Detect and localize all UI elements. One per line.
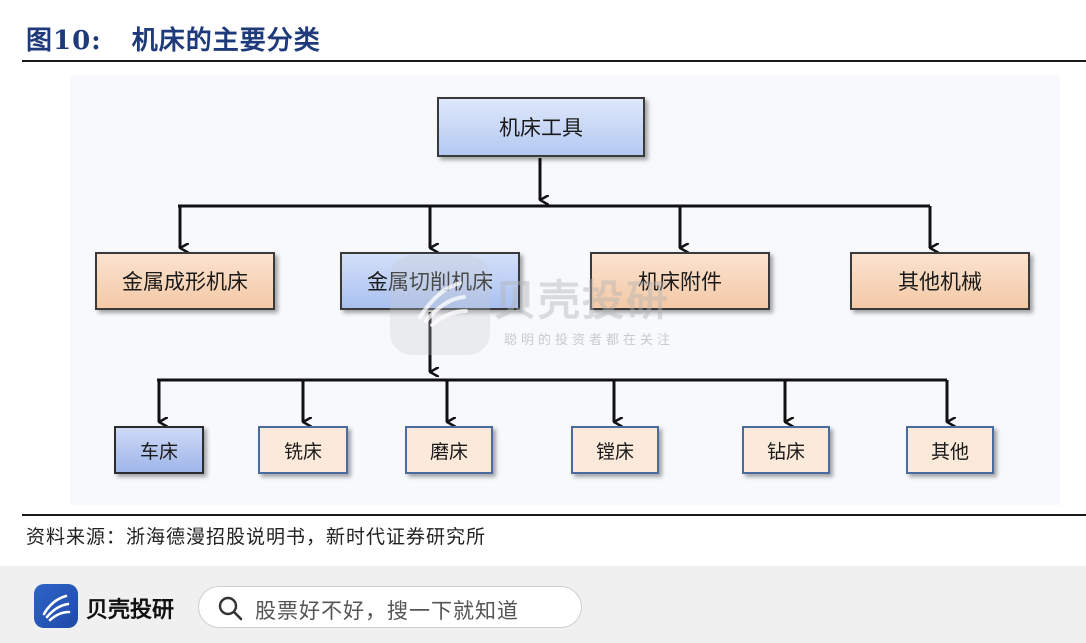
source-note: 资料来源：浙海德漫招股说明书，新时代证券研究所 (26, 526, 487, 548)
figure-caption: 机床的主要分类 (131, 26, 321, 56)
node-root: 机床工具 (437, 97, 645, 157)
figure-title: 图10: 机床的主要分类 (26, 20, 321, 57)
search-input[interactable]: 股票好不好，搜一下就知道 (198, 586, 582, 628)
search-icon (217, 595, 243, 625)
node-accessories: 机床附件 (590, 252, 770, 310)
node-metal-forming: 金属成形机床 (95, 252, 275, 310)
node-metal-cutting: 金属切削机床 (340, 252, 520, 310)
search-placeholder: 股票好不好，搜一下就知道 (255, 599, 519, 623)
node-boring: 镗床 (571, 426, 659, 474)
node-drilling: 钻床 (742, 426, 830, 474)
node-other: 其他 (906, 426, 994, 474)
top-rule (22, 60, 1086, 62)
bottom-rule (22, 514, 1086, 516)
app-logo-icon[interactable] (34, 584, 78, 628)
footer-bar: 贝壳投研 股票好不好，搜一下就知道 (0, 566, 1086, 643)
node-grinding: 磨床 (405, 426, 493, 474)
figure-label: 图10: (26, 26, 102, 56)
node-lathe: 车床 (114, 426, 204, 474)
node-other-machinery: 其他机械 (850, 252, 1030, 310)
app-name[interactable]: 贝壳投研 (86, 598, 175, 623)
node-milling: 铣床 (258, 426, 348, 474)
